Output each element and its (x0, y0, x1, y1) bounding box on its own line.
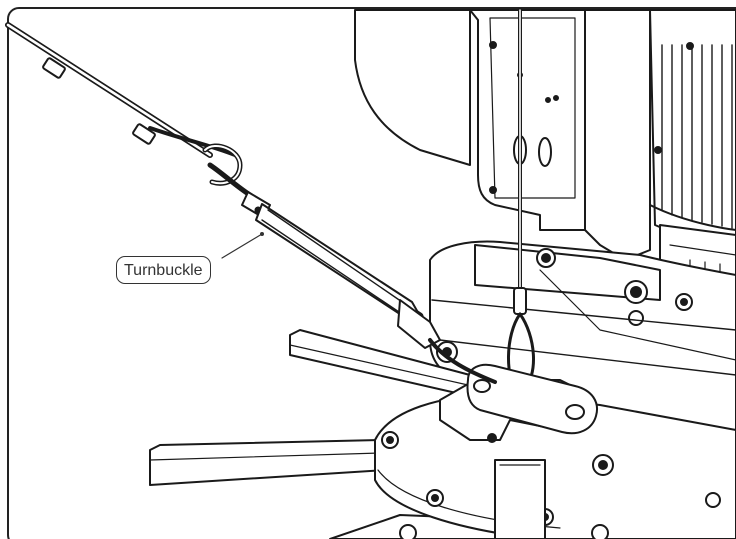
rail-arms (149, 329, 521, 539)
turnbuckle-callout: Turnbuckle (116, 256, 211, 284)
wire-rope-clip-1 (42, 57, 66, 79)
cooling-fins (661, 44, 733, 229)
lifting-lug (466, 363, 598, 435)
frame-border (7, 7, 736, 539)
turnbuckle-assembly (207, 162, 497, 384)
callout-leader-dot (260, 232, 264, 236)
motor-housing (354, 9, 736, 261)
wire-rope-clip-2 (132, 123, 156, 145)
callout-leader (221, 233, 263, 259)
guy-wire (5, 22, 243, 186)
